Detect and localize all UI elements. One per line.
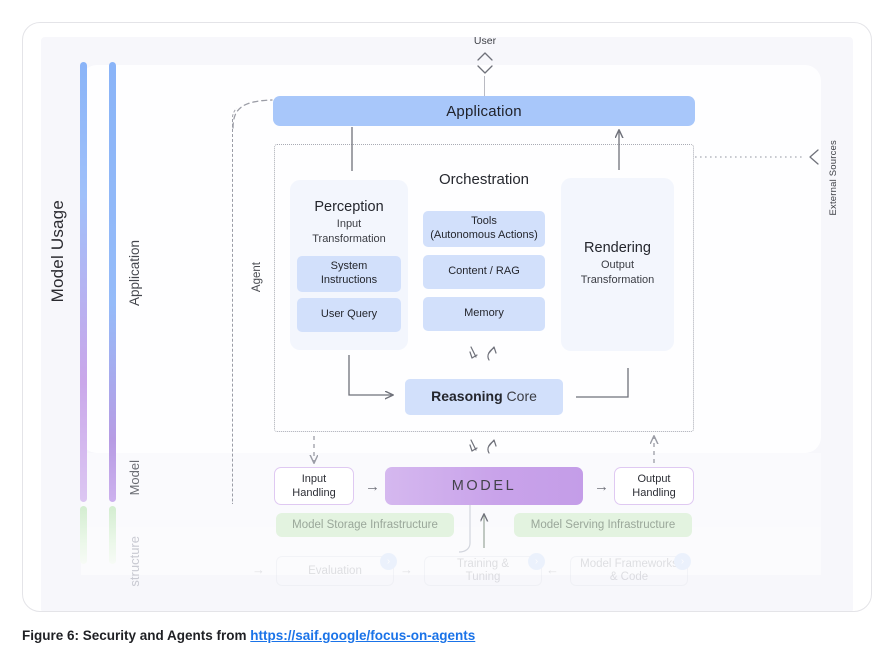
output-handling-box[interactable]: Output Handling [614,467,694,505]
input-handling-line2: Handling [292,487,336,499]
user-connector-line [483,76,485,98]
chip-content-rag[interactable]: Content / RAG [423,255,545,289]
model-usage-gradient-rail-fade [80,506,87,564]
application-bar[interactable]: Application [273,96,695,126]
chip-memory[interactable]: Memory [423,297,545,331]
layer-label-application: Application [127,240,142,307]
figure-caption-link[interactable]: https://saif.google/focus-on-agents [250,628,476,643]
faded-badge-2-icon: › [674,553,691,570]
output-handling-line2: Handling [632,487,676,499]
faded-chip-frameworks-line2: & Code [609,571,649,583]
layer-label-model: Model [127,460,142,496]
reasoning-core-bold: Reasoning [431,388,503,405]
perception-subtitle-line1: Input [336,217,362,230]
faded-chip-training-line2: Tuning [465,571,501,583]
model-serving-infrastructure[interactable]: Model Serving Infrastructure [514,513,692,537]
faded-chip-frameworks-line1: Model Frameworks [580,558,678,571]
chip-tools-line1: Tools [471,215,497,228]
chip-system-instructions-line2: Instructions [320,274,378,286]
faded-chip-evaluation-line1: Evaluation [308,564,362,577]
model-usage-gradient-rail [80,62,87,502]
model-usage-label: Model Usage [48,200,67,303]
faded-chip-model-frameworks: Model Frameworks & Code [570,556,688,586]
rendering-heading: Rendering Output Transformation [561,178,674,288]
input-handling-box[interactable]: Input Handling [274,467,354,505]
faded-arrow-2-icon: ← [546,562,559,577]
reasoning-core-light: Core [502,388,537,405]
faded-arrow-1-icon: → [400,562,413,577]
rendering-title: Rendering [584,240,651,256]
perception-title: Perception [314,199,384,215]
faded-chip-evaluation: Evaluation [276,556,394,586]
faded-badge-0-icon: › [380,553,397,570]
user-label: User [473,35,497,47]
layer-gradient-rail-fade [109,506,116,564]
orchestration-boundary [274,144,694,432]
rendering-subtitle-line2: Transformation [580,274,655,287]
chip-system-instructions-line1: System [330,260,368,273]
external-sources-label: External Sources [828,140,839,216]
faded-chip-training-tuning: Training & Tuning [424,556,542,586]
arrow-model-to-output-icon: → [594,478,609,495]
chip-tools-line2: (Autonomous Actions) [430,229,538,241]
figure-caption-prefix: Figure 6: Security and Agents from [22,628,251,643]
chip-reasoning-core[interactable]: Reasoning Core [405,379,563,415]
agent-boundary [232,104,722,504]
user-bidirectional-chevrons [468,50,502,76]
faded-arrow-0-icon: → [252,562,265,577]
arrow-input-to-model-icon: → [365,478,380,495]
perception-subtitle-line2: Transformation [312,233,386,246]
chip-user-query[interactable]: User Query [297,298,401,332]
model-storage-infrastructure[interactable]: Model Storage Infrastructure [276,513,454,537]
faded-pipeline-row: → Evaluation › → Training & Tuning › ← M… [240,548,720,594]
faded-badge-1-icon: › [528,553,545,570]
figure-caption: Figure 6: Security and Agents from https… [22,628,475,643]
perception-heading: Perception Input Transformation [290,180,408,247]
model-box[interactable]: MODEL [385,467,583,505]
rendering-pane: Rendering Output Transformation [561,178,674,351]
chip-tools[interactable]: Tools (Autonomous Actions) [423,211,545,247]
layer-gradient-rail [109,62,116,502]
layer-label-infrastructure: structure [127,536,142,587]
output-handling-line1: Output [637,472,671,485]
rendering-subtitle-line1: Output [600,258,635,271]
input-handling-line1: Input [301,472,327,485]
faded-chip-training-line1: Training & [457,558,509,571]
orchestration-title: Orchestration [438,171,530,188]
chip-system-instructions[interactable]: System Instructions [297,256,401,292]
